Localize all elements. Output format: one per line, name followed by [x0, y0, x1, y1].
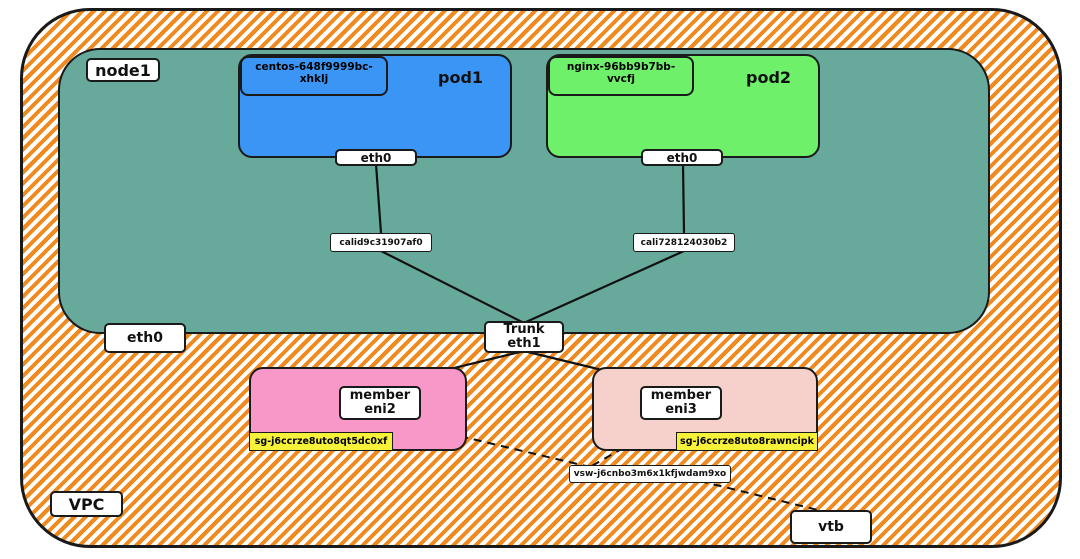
pod2-eth0-to-veth-line	[681, 163, 686, 234]
node-eth0: eth0	[104, 323, 186, 353]
pod2-title: pod2	[746, 68, 792, 87]
eni3-security-group: sg-j6ccrze8uto8rawncipk	[676, 432, 818, 451]
vpc-label: VPC	[50, 491, 123, 517]
pod1-name: centos-648f9999bc-xhklj	[240, 56, 388, 96]
veth2-to-trunk-line	[525, 249, 685, 324]
trunk-eth1: Trunk eth1	[484, 321, 564, 353]
veth1-to-trunk-line	[380, 250, 523, 323]
member-eni3: member eni3	[640, 386, 722, 420]
vswitch: vsw-j6cnbo3m6x1kfjwdam9xo	[569, 465, 731, 483]
pod2-box: nginx-96bb9b7bb-vvcfj pod2	[546, 54, 820, 158]
pod1-eth0-to-veth-line	[374, 163, 383, 234]
pod1-veth: calid9c31907af0	[330, 233, 432, 252]
pod1-eth0: eth0	[335, 149, 417, 166]
pod1-box: centos-648f9999bc-xhklj pod1	[238, 54, 512, 158]
pod2-veth: cali728124030b2	[633, 233, 735, 252]
pod2-name: nginx-96bb9b7bb-vvcfj	[548, 56, 694, 96]
eni2-security-group: sg-j6ccrze8uto8qt5dc0xf	[249, 432, 393, 451]
pod1-title: pod1	[438, 68, 484, 87]
node-label: node1	[86, 58, 160, 82]
vswitch-to-vtb-dashed	[699, 480, 827, 513]
pod2-eth0: eth0	[641, 149, 723, 166]
vtb-node: vtb	[790, 510, 872, 544]
member-eni2: member eni2	[339, 386, 421, 420]
node-container	[58, 48, 990, 334]
